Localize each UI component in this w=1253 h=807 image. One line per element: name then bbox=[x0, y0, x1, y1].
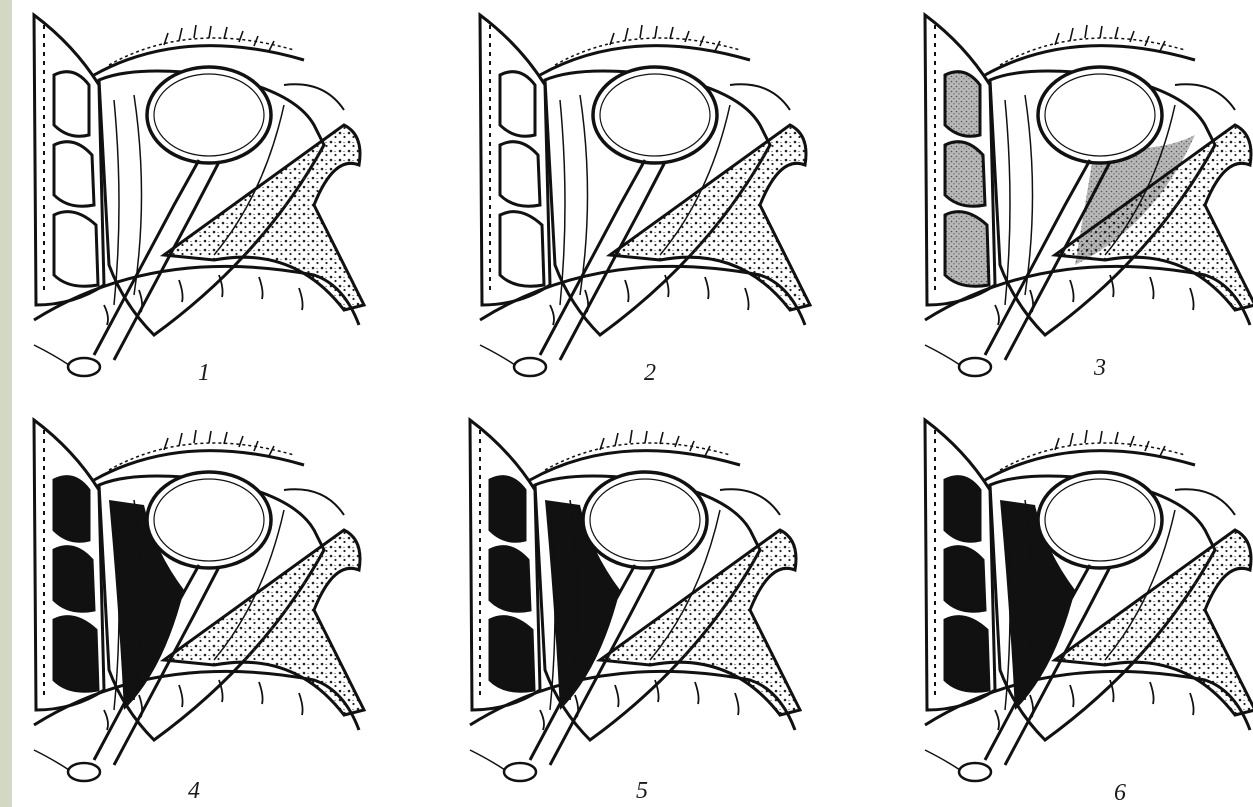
panel-label-4: 4 bbox=[188, 778, 200, 805]
orbit-diagram-panel-2 bbox=[460, 5, 820, 385]
orbit-diagram-panel-4 bbox=[14, 410, 374, 790]
orbit-diagram-panel-5 bbox=[450, 410, 810, 790]
orbit-cross-section-1 bbox=[14, 5, 374, 385]
panel-label-1: 1 bbox=[198, 360, 210, 387]
orbit-cross-section-6 bbox=[905, 410, 1253, 790]
orbit-diagram-panel-1 bbox=[14, 5, 374, 385]
panel-label-6: 6 bbox=[1114, 780, 1126, 807]
orbit-diagram-panel-3 bbox=[905, 5, 1253, 385]
orbit-cross-section-4 bbox=[14, 410, 374, 790]
orbit-cross-section-3 bbox=[905, 5, 1253, 385]
left-frame-bar bbox=[0, 0, 12, 807]
orbit-diagram-panel-6 bbox=[905, 410, 1253, 790]
panel-label-2: 2 bbox=[644, 360, 656, 387]
panel-label-5: 5 bbox=[636, 778, 648, 805]
panel-label-3: 3 bbox=[1094, 355, 1106, 382]
orbit-cross-section-2 bbox=[460, 5, 820, 385]
orbit-cross-section-5 bbox=[450, 410, 810, 790]
